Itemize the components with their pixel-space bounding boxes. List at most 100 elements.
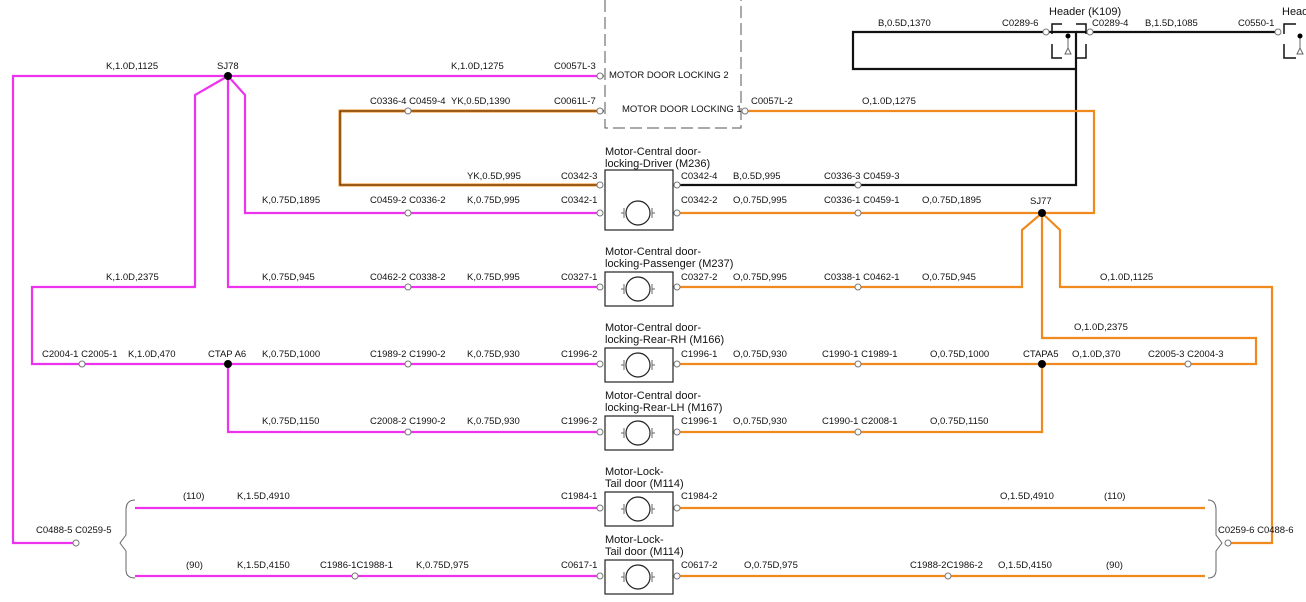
connector-label: C1990-1 C1989-1	[822, 349, 898, 360]
door-lock-module: MOTOR DOOR LOCKING 2 MOTOR DOOR LOCKING …	[604, 0, 742, 129]
connector-label: C1996-1	[681, 416, 717, 427]
connector-label: C0338-1 C0462-1	[824, 272, 900, 283]
motor-icon	[625, 420, 651, 446]
motor-icon	[625, 276, 651, 302]
motor-tail-door-2: Motor-Lock- Tail door (M114)	[604, 534, 684, 595]
motor-tail-door-1: Motor-Lock- Tail door (M114)	[604, 466, 684, 527]
wire-label: O,1.0D,370	[1072, 349, 1121, 360]
wire-label: K,1.5D,4150	[237, 560, 290, 571]
connector-label: C0342-4	[681, 171, 717, 182]
module-label-lock1: MOTOR DOOR LOCKING 1	[622, 104, 742, 115]
wire-label: O,0.75D,975	[744, 560, 798, 571]
wire-label: (90)	[186, 560, 203, 571]
wire-label: K,1.0D,1125	[106, 61, 158, 72]
wire-label: K,0.75D,975	[416, 560, 469, 571]
connector-label: C0336-4 C0459-4	[370, 96, 446, 107]
motor-passenger: Motor-Central door- locking-Passenger (M…	[604, 246, 733, 307]
wire-label: (90)	[1106, 560, 1123, 571]
header-k109-label: Header (K109)	[1049, 6, 1121, 18]
connector-label: C0327-2	[681, 272, 717, 283]
splice-label-ctapa5: CTAPA5	[1023, 349, 1059, 360]
connector-label: C0289-6	[1002, 18, 1038, 29]
wire-label: B,1.5D,1085	[1145, 18, 1198, 29]
motor-label-line1: Motor-Central door-	[605, 322, 701, 334]
connector-label: C0336-1 C0459-1	[824, 195, 900, 206]
motor-label-line1: Motor-Central door-	[605, 390, 701, 402]
connector-label: C1984-1	[561, 491, 597, 502]
connector-label: C0488-5 C0259-5	[36, 525, 112, 536]
wire-label: (110)	[1104, 491, 1125, 502]
connector-label: C0259-6 C0488-6	[1218, 525, 1294, 536]
motor-label-line1: Motor-Central door-	[605, 246, 701, 258]
wire-label: O,1.5D,4150	[998, 560, 1052, 571]
connector-label: C0342-2	[681, 195, 717, 206]
connector-label: C0617-1	[561, 560, 597, 571]
wire-label: K,0.75D,1000	[262, 349, 320, 360]
wire-label: K,0.75D,930	[467, 416, 520, 427]
connector-label: C1996-2	[561, 349, 597, 360]
left-brace	[119, 499, 136, 579]
wire-label: O,0.75D,1000	[930, 349, 989, 360]
motor-rear-lh: Motor-Central door- locking-Rear-LH (M16…	[604, 390, 722, 451]
right-brace	[1207, 499, 1223, 579]
connector-label: C1986-1C1988-1	[320, 560, 393, 571]
splice-label-ctap-a6: CTAP A6	[208, 349, 246, 360]
wire-labels: K,1.0D,1125 K,1.0D,1275 C0057L-3 C0336-4…	[36, 18, 1294, 571]
wire-label: O,1.0D,1275	[862, 96, 916, 107]
connector-label: C0327-1	[561, 272, 597, 283]
wire-label: (110)	[183, 491, 204, 502]
connector-label: C0342-3	[561, 171, 597, 182]
connector-pins	[72, 28, 1282, 580]
connector-label: C0289-4	[1092, 18, 1128, 29]
wire-label: O,1.0D,2375	[1074, 322, 1128, 333]
wire-label: K,0.75D,995	[467, 272, 520, 283]
motor-icon	[625, 200, 651, 226]
wire-label: K,1.0D,470	[128, 349, 176, 360]
motor-label-line2: locking-Rear-LH (M167)	[605, 402, 722, 414]
wire-label: YK,0.5D,995	[467, 171, 521, 182]
wire-label: O,1.0D,1125	[1100, 272, 1153, 283]
wire-label: K,0.75D,1895	[262, 195, 320, 206]
connector-label: C0342-1	[561, 195, 597, 206]
connector-label: C0459-2 C0336-2	[370, 195, 446, 206]
motor-label-line2: locking-Driver (M236)	[605, 158, 710, 170]
wire-label: K,1.5D,4910	[237, 491, 290, 502]
wire-label: O,0.75D,995	[733, 195, 787, 206]
motor-icon	[625, 564, 651, 590]
connector-label: C1996-1	[681, 349, 717, 360]
connector-label: C0462-2 C0338-2	[370, 272, 446, 283]
wire-label: K,0.75D,1150	[262, 416, 319, 427]
connector-label: C1996-2	[561, 416, 597, 427]
connector-label: C2005-3 C2004-3	[1148, 349, 1224, 360]
connector-label: C2004-1 C2005-1	[42, 349, 118, 360]
module-label-lock2: MOTOR DOOR LOCKING 2	[609, 70, 729, 81]
wire-label: K,1.0D,2375	[106, 272, 159, 283]
motor-label-line2: Tail door (M114)	[605, 478, 684, 490]
wire-label: O,0.75D,995	[733, 272, 787, 283]
connector-label: C1984-2	[681, 491, 717, 502]
motor-label-line2: Tail door (M114)	[605, 546, 684, 558]
wire-label: K,0.75D,995	[467, 195, 520, 206]
connector-label: C0336-3 C0459-3	[824, 171, 900, 182]
connector-label: C2008-2 C1990-2	[370, 416, 446, 427]
wire-label: O,0.75D,1150	[930, 416, 988, 427]
motor-label-line2: locking-Rear-RH (M166)	[605, 334, 724, 346]
wire-label: O,0.75D,930	[733, 416, 787, 427]
motor-label-line1: Motor-Central door-	[605, 146, 701, 158]
wire-label: O,0.75D,945	[922, 272, 976, 283]
wires	[11, 30, 1280, 578]
motor-icon	[625, 496, 651, 522]
motor-label-line1: Motor-Lock-	[605, 534, 664, 546]
connector-label: C0057L-3	[554, 61, 596, 72]
motor-label-line1: Motor-Lock-	[605, 466, 664, 478]
motor-label-line2: locking-Passenger (M237)	[605, 258, 733, 270]
motor-rear-rh: Motor-Central door- locking-Rear-RH (M16…	[604, 322, 724, 383]
header-k109: Header (K109) Head	[1049, 6, 1306, 59]
connector-label: C0057L-2	[751, 96, 793, 107]
wire-label: YK,0.5D,1390	[451, 96, 510, 107]
connector-label: C0550-1	[1238, 18, 1274, 29]
wire-label: B,0.5D,995	[733, 171, 781, 182]
motor-icon	[625, 352, 651, 378]
wire-label: O,1.5D,4910	[1000, 491, 1054, 502]
